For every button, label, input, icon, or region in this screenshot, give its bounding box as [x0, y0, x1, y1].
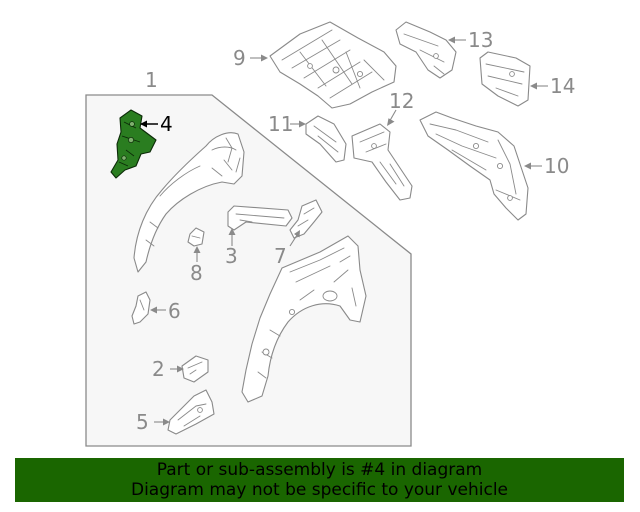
- banner-line-1: Part or sub-assembly is #4 in diagram: [156, 460, 483, 480]
- part-10: [419, 111, 529, 221]
- part-7: [289, 199, 323, 239]
- callout-5: 5: [136, 410, 149, 434]
- banner-line-2: Diagram may not be specific to your vehi…: [130, 480, 508, 500]
- callout-11: 11: [268, 112, 293, 136]
- part-6: [131, 291, 151, 325]
- callout-14: 14: [550, 74, 575, 98]
- callout-9: 9: [233, 46, 246, 70]
- callout-4: 4: [160, 112, 173, 136]
- callout-10: 10: [544, 154, 569, 178]
- part-8: [187, 227, 205, 247]
- part-14: [479, 51, 531, 107]
- part-4-highlighted[interactable]: [110, 109, 157, 179]
- part-5: [167, 389, 215, 435]
- callout-1: 1: [145, 68, 158, 92]
- callout-7: 7: [274, 244, 287, 268]
- part-inner-wheelhouse: [133, 132, 245, 273]
- part-outer-wheelhouse: [241, 235, 367, 403]
- callout-2: 2: [152, 357, 165, 381]
- part-3: [227, 205, 293, 231]
- part-12: [351, 123, 413, 201]
- info-banner: Part or sub-assembly is #4 in diagram Di…: [15, 458, 624, 502]
- assembly-panel: [85, 94, 412, 447]
- part-9: [269, 21, 397, 109]
- part-2: [181, 355, 209, 383]
- part-11: [305, 115, 347, 163]
- part-13: [395, 21, 457, 79]
- callout-6: 6: [168, 299, 181, 323]
- callout-13: 13: [468, 28, 493, 52]
- callout-3: 3: [225, 244, 238, 268]
- callout-12: 12: [389, 89, 414, 113]
- callout-8: 8: [190, 261, 203, 285]
